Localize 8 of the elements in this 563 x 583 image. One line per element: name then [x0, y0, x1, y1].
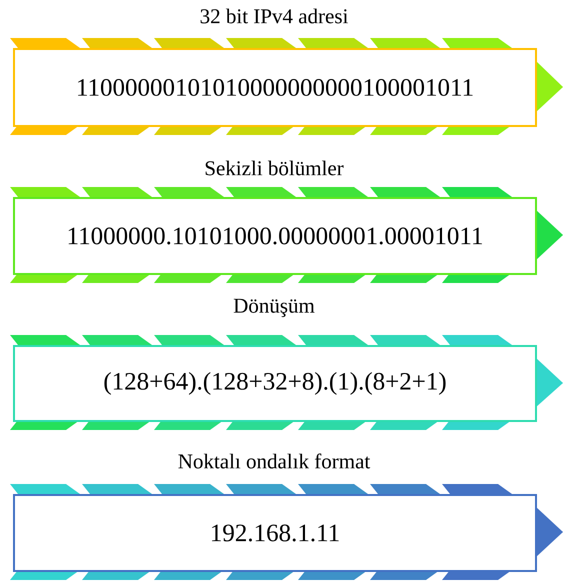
heading: Noktalı ondalık format [178, 454, 370, 468]
text-box: 11000000.10101000.00000001.00001011 [13, 197, 537, 275]
text-box: 192.168.1.11 [13, 494, 537, 572]
heading: Sekizli bölümler [206, 160, 344, 176]
text-box: (128+64).(128+32+8).(1).(8+2+1) [13, 345, 537, 422]
heading: 32 bit IPv4 adresi [200, 8, 348, 24]
heading: Dönüşüm [234, 298, 314, 318]
text-box: 11000000101010000000000100001011 [13, 48, 537, 127]
